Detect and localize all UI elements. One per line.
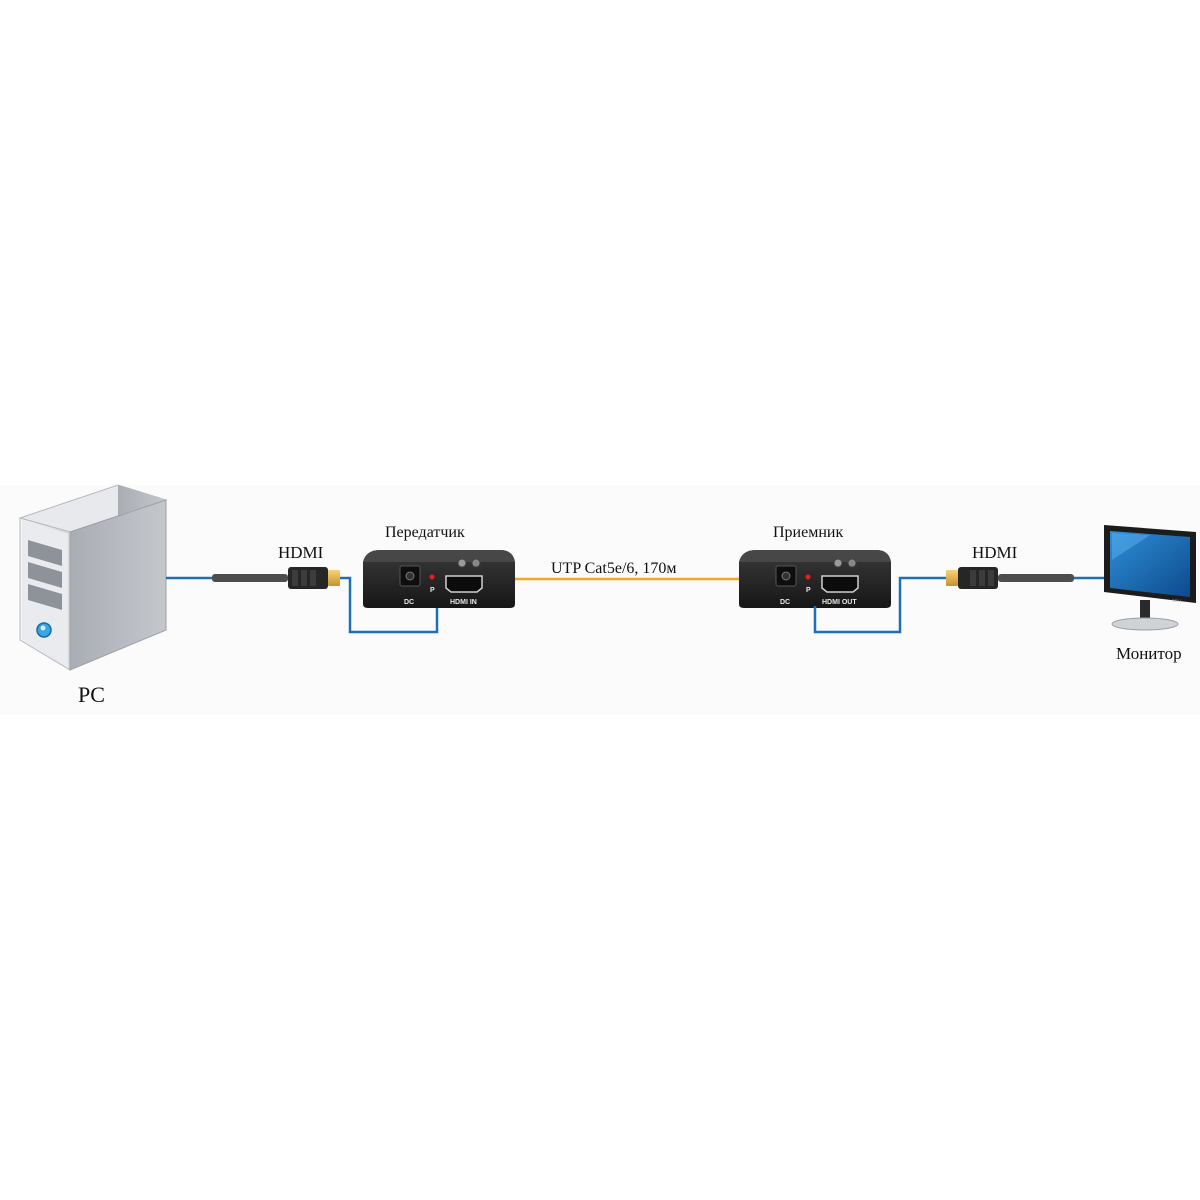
hdmi-port-icon — [445, 575, 483, 593]
monitor-icon: DELL — [1104, 525, 1196, 631]
diagram-band — [0, 485, 1200, 715]
hdmi-plug-left-icon — [212, 567, 340, 589]
power-led-icon — [805, 574, 811, 580]
receiver-hdmi-label: HDMI OUT — [822, 599, 857, 606]
ground-icon — [471, 558, 481, 568]
transmitter-dc-label: DC — [404, 599, 414, 606]
transmitter-hdmi-label: HDMI IN — [450, 599, 477, 606]
transmitter-p-label: P — [430, 587, 435, 594]
receiver-device: DC P HDMI OUT — [739, 550, 891, 608]
power-led-icon — [429, 574, 435, 580]
hdmi-plug-right-icon — [946, 567, 1074, 589]
hdmi-cable-to-transmitter — [340, 576, 439, 634]
monitor-label: Монитор — [1116, 644, 1182, 663]
receiver-label: Приемник — [773, 524, 843, 541]
hdmi-cable-from-receiver — [813, 576, 946, 634]
ground-icon — [847, 558, 857, 568]
screw-icon — [833, 558, 843, 568]
hdmi-port-icon — [821, 575, 859, 593]
receiver-p-label: P — [806, 587, 811, 594]
receiver-dc-label: DC — [780, 599, 790, 606]
transmitter-device: DC P HDMI IN — [363, 550, 515, 608]
pc-label: PC — [78, 682, 105, 707]
screw-icon — [457, 558, 467, 568]
utp-label: UTP Cat5e/6, 170м — [551, 560, 677, 577]
monitor-brand-label: DELL — [1172, 598, 1183, 603]
hdmi-right-label: HDMI — [972, 543, 1018, 562]
hdmi-left-label: HDMI — [278, 543, 324, 562]
pc-tower-icon — [18, 484, 168, 671]
transmitter-label: Передатчик — [385, 524, 465, 541]
